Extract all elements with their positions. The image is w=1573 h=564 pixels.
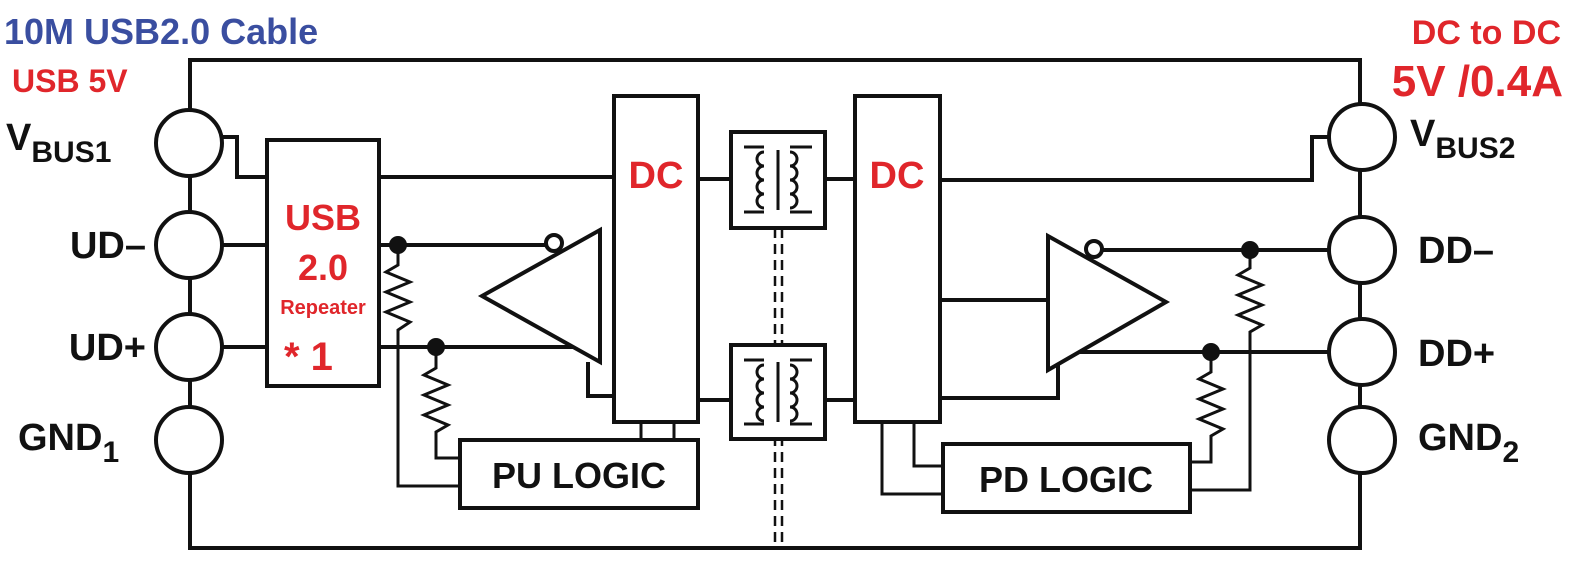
junction-dot	[1241, 241, 1259, 259]
dcdc-title: DC to DC	[1412, 14, 1561, 52]
right-wiring	[825, 135, 1338, 496]
dcdc-rating: 5V /0.4A	[1392, 57, 1563, 106]
pd-logic-label: PD LOGIC	[979, 459, 1153, 500]
label-vbus2: VBUS2	[1410, 113, 1515, 165]
right-pins	[1327, 102, 1397, 475]
cable-title: 10M USB2.0 Cable	[4, 11, 318, 52]
label-dd-minus: DD–	[1418, 230, 1494, 272]
repeater-note: * 1	[284, 335, 333, 379]
repeater-line2: 2.0	[298, 247, 348, 288]
junction-dot	[427, 338, 445, 356]
right-amplifier-icon	[1046, 232, 1171, 374]
label-gnd1: GND1	[18, 417, 119, 469]
pin-vbus1	[154, 108, 224, 178]
label-vbus1: VBUS1	[6, 117, 111, 169]
label-ud-plus: UD+	[69, 327, 146, 369]
transformer-bottom-icon	[729, 343, 827, 441]
dc-right-label: DC	[870, 155, 925, 197]
pin-vbus2	[1327, 102, 1397, 172]
pin-ud-minus	[154, 210, 224, 280]
pin-gnd2	[1327, 405, 1397, 475]
label-gnd2: GND2	[1418, 417, 1519, 469]
pu-logic-block	[458, 438, 700, 510]
label-ud-minus: UD–	[70, 225, 146, 267]
left-pins	[154, 108, 224, 475]
dc-left-label: DC	[629, 155, 684, 197]
dc-left-block	[612, 94, 700, 424]
junction-dot	[1202, 343, 1220, 361]
chip-outline	[188, 58, 1362, 550]
junction-dot	[389, 236, 407, 254]
left-amplifier-icon	[477, 226, 602, 366]
repeater-line1: USB	[285, 197, 361, 238]
pu-logic-label: PU LOGIC	[492, 455, 666, 496]
label-dd-plus: DD+	[1418, 333, 1495, 375]
usb-repeater-block	[265, 138, 381, 388]
pin-dd-plus	[1327, 317, 1397, 387]
pd-logic-block	[941, 442, 1192, 514]
pin-gnd1	[154, 405, 224, 475]
dc-right-block	[853, 94, 942, 424]
isolation-barrier	[773, 228, 784, 546]
left-wiring	[210, 135, 731, 488]
pin-ud-plus	[154, 312, 224, 382]
usb-power-label: USB 5V	[12, 63, 128, 99]
repeater-line3: Repeater	[280, 297, 366, 319]
transformer-top-icon	[729, 130, 827, 230]
pin-dd-minus	[1327, 215, 1397, 285]
